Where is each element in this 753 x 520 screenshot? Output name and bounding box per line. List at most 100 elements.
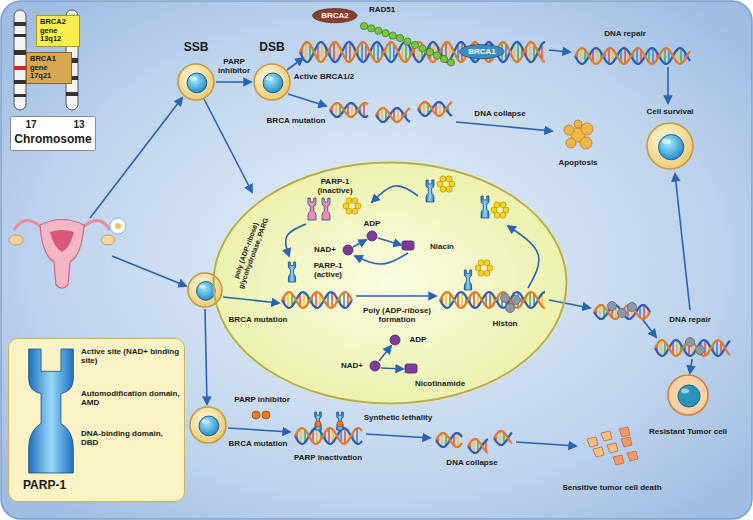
text-anchor: PARP-1 <box>23 479 66 493</box>
figure-label: BRCA mutation <box>229 439 288 448</box>
figure-label: Resistant Tumor cell <box>649 427 727 436</box>
flow-arrow <box>353 240 366 247</box>
dna-helix <box>575 48 690 64</box>
node-text: BRCA2 <box>321 11 349 20</box>
cell-fragment <box>593 447 604 457</box>
histone-bead <box>608 302 617 311</box>
label-anchor: Apoptosis <box>558 158 597 167</box>
text-anchor: BRCA1 <box>468 47 496 56</box>
text-anchor: Niacin <box>430 242 454 251</box>
flow-arrow <box>456 122 552 131</box>
figure-label: Apoptosis <box>558 158 597 167</box>
flow-arrow <box>90 98 182 218</box>
figure-label: Sensitive tumor cell death <box>562 483 661 492</box>
dna-helix <box>376 108 410 122</box>
gene-box: BRCA1 gene 17q21 <box>26 52 72 84</box>
cell <box>188 273 222 307</box>
female-reproductive-organ <box>9 218 126 288</box>
poly-adp-ribose-cluster <box>475 260 493 276</box>
poly-adp-ribose-cluster <box>437 176 455 192</box>
histone-bead <box>506 304 515 313</box>
ellipse-outline <box>214 163 567 404</box>
chromosome-key: 1713Chromosome <box>10 116 96 151</box>
figure-label: DSB <box>259 41 284 55</box>
figure-label: DNA repair <box>604 29 646 38</box>
text-anchor: ADP <box>364 219 381 228</box>
apoptotic-body <box>574 120 582 128</box>
text-anchor: PARP-1 (inactive) <box>312 177 358 195</box>
flow-arrow <box>667 67 669 103</box>
rad51-filament <box>360 22 454 66</box>
text-anchor: Chromosome <box>14 133 91 147</box>
dna-helix <box>295 428 362 444</box>
node-text: BRCA2 gene 13q12 <box>40 18 76 44</box>
flow-arrow <box>205 309 207 404</box>
poly-adp-ribose-cluster <box>491 202 509 218</box>
figure-label: Synthetic lethality <box>364 413 432 422</box>
node-text: ADP <box>364 219 381 228</box>
text-anchor: poly (ADP-ribose) glycohydrolase, PARG <box>228 209 273 295</box>
label-anchor: DNA repair <box>604 29 646 38</box>
parp-1-molecule <box>308 198 316 220</box>
dna-helix <box>494 431 512 445</box>
dna-helix <box>300 42 545 62</box>
figure-label: DNA collapse <box>474 109 525 118</box>
protein-oval: BRCA2 <box>312 8 358 23</box>
flow-arrow <box>216 81 251 83</box>
node-text: BRCA1 <box>468 47 496 56</box>
dna-helix <box>440 292 545 308</box>
label-anchor: DNA collapse <box>474 109 525 118</box>
adp-molecule <box>390 335 400 345</box>
label-anchor: DNA repair <box>669 315 711 324</box>
figure-label: RAD51 <box>369 5 395 14</box>
flow-arrow <box>287 58 303 70</box>
figure-label: Cell survival <box>646 107 693 116</box>
nad-molecule <box>343 245 353 255</box>
flow-arrow <box>549 50 570 52</box>
text-anchor: BRCA2 <box>321 11 349 20</box>
figure-label: BRCA mutation <box>229 315 288 324</box>
label-anchor: Active BRCA1/2 <box>294 72 354 81</box>
label-anchor: RAD51 <box>369 5 395 14</box>
oval-outline <box>313 9 358 23</box>
histone-bead <box>618 309 627 318</box>
parp-1-molecule <box>481 196 489 218</box>
cell-fragment <box>627 451 638 461</box>
nad-molecule <box>370 361 380 371</box>
nicotinamide-molecule <box>405 364 417 373</box>
node-text: poly (ADP-ribose) glycohydrolase, PARG <box>228 209 273 295</box>
dna-helix <box>594 305 650 319</box>
flow-arrow <box>223 297 279 303</box>
cell <box>178 64 214 100</box>
cell-fragment <box>621 437 632 447</box>
figure-label: PARP inhibitor <box>212 57 256 75</box>
node-text: NAD+ <box>314 245 336 254</box>
node-text: PARP-1 (inactive) <box>312 177 358 195</box>
figure-label: Active BRCA1/2 <box>294 72 354 81</box>
text-anchor: PARP-1 (active) <box>306 261 350 279</box>
flow-arrow <box>675 174 690 310</box>
text-anchor: NAD+ <box>341 361 363 370</box>
node-text: ADP <box>410 335 427 344</box>
text-anchor: NAD+ <box>314 245 336 254</box>
node-text: BRCA1 gene 17q21 <box>30 55 68 81</box>
node-text: DNA-binding domain, DBD <box>81 429 181 447</box>
inhibitor-molecule <box>252 411 260 419</box>
label-anchor: PARP inhibitor <box>212 57 256 75</box>
niacin-molecule <box>402 241 414 250</box>
text-anchor: Automodification domain, AMD <box>81 389 181 407</box>
parp-1-molecule <box>426 180 434 202</box>
parp-cycle-ellipse: PARP-1 (inactive) poly (ADP-ribose) glyco… <box>212 161 568 405</box>
figure-label: BRCA mutation <box>267 116 326 125</box>
apoptotic-body <box>580 137 592 149</box>
label-anchor: Synthetic lethality <box>364 413 432 422</box>
ellipse-fill <box>212 161 568 405</box>
text-anchor: ADP <box>410 335 427 344</box>
figure-label: PARP inactivation <box>294 453 362 462</box>
apoptotic-body <box>564 125 574 135</box>
gene-box: BRCA2 gene 13q12 <box>36 15 80 47</box>
parp-1-structure <box>9 339 79 479</box>
dna-helix <box>468 439 488 453</box>
